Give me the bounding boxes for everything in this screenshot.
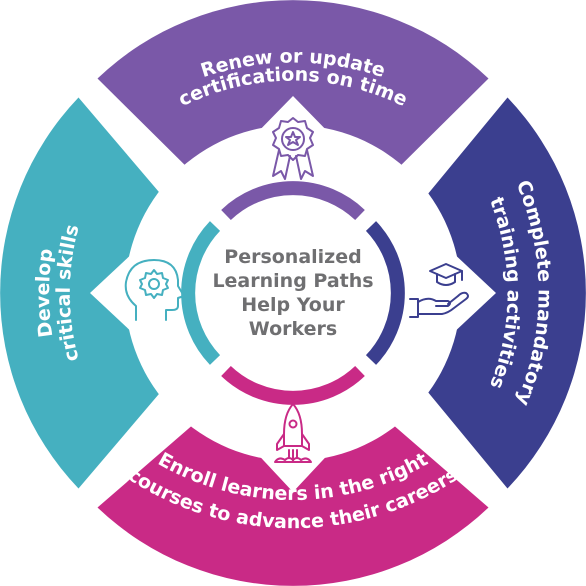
- segment-right: [413, 97, 586, 489]
- award-ribbon-icon: [272, 117, 314, 180]
- rocket-icon: [274, 403, 312, 463]
- inner-arc-bottom: [221, 365, 365, 405]
- head-gear-icon: [124, 259, 185, 321]
- center-line-1: Personalized: [224, 246, 361, 268]
- center-line-4: Workers: [249, 318, 337, 340]
- center-title: Personalized Learning Paths Help Your Wo…: [212, 246, 373, 340]
- inner-arc-right: [365, 221, 405, 365]
- notch-left: [90, 250, 136, 336]
- center-line-3: Help Your: [241, 294, 345, 316]
- segment-left: [0, 97, 172, 489]
- inner-disc: [125, 125, 461, 461]
- inner-arc-left: [181, 221, 221, 365]
- notch-bottom: [250, 446, 336, 492]
- center-line-2: Learning Paths: [212, 270, 373, 292]
- hand-graduation-cap-icon: [409, 263, 469, 318]
- inner-arc-top: [221, 181, 365, 221]
